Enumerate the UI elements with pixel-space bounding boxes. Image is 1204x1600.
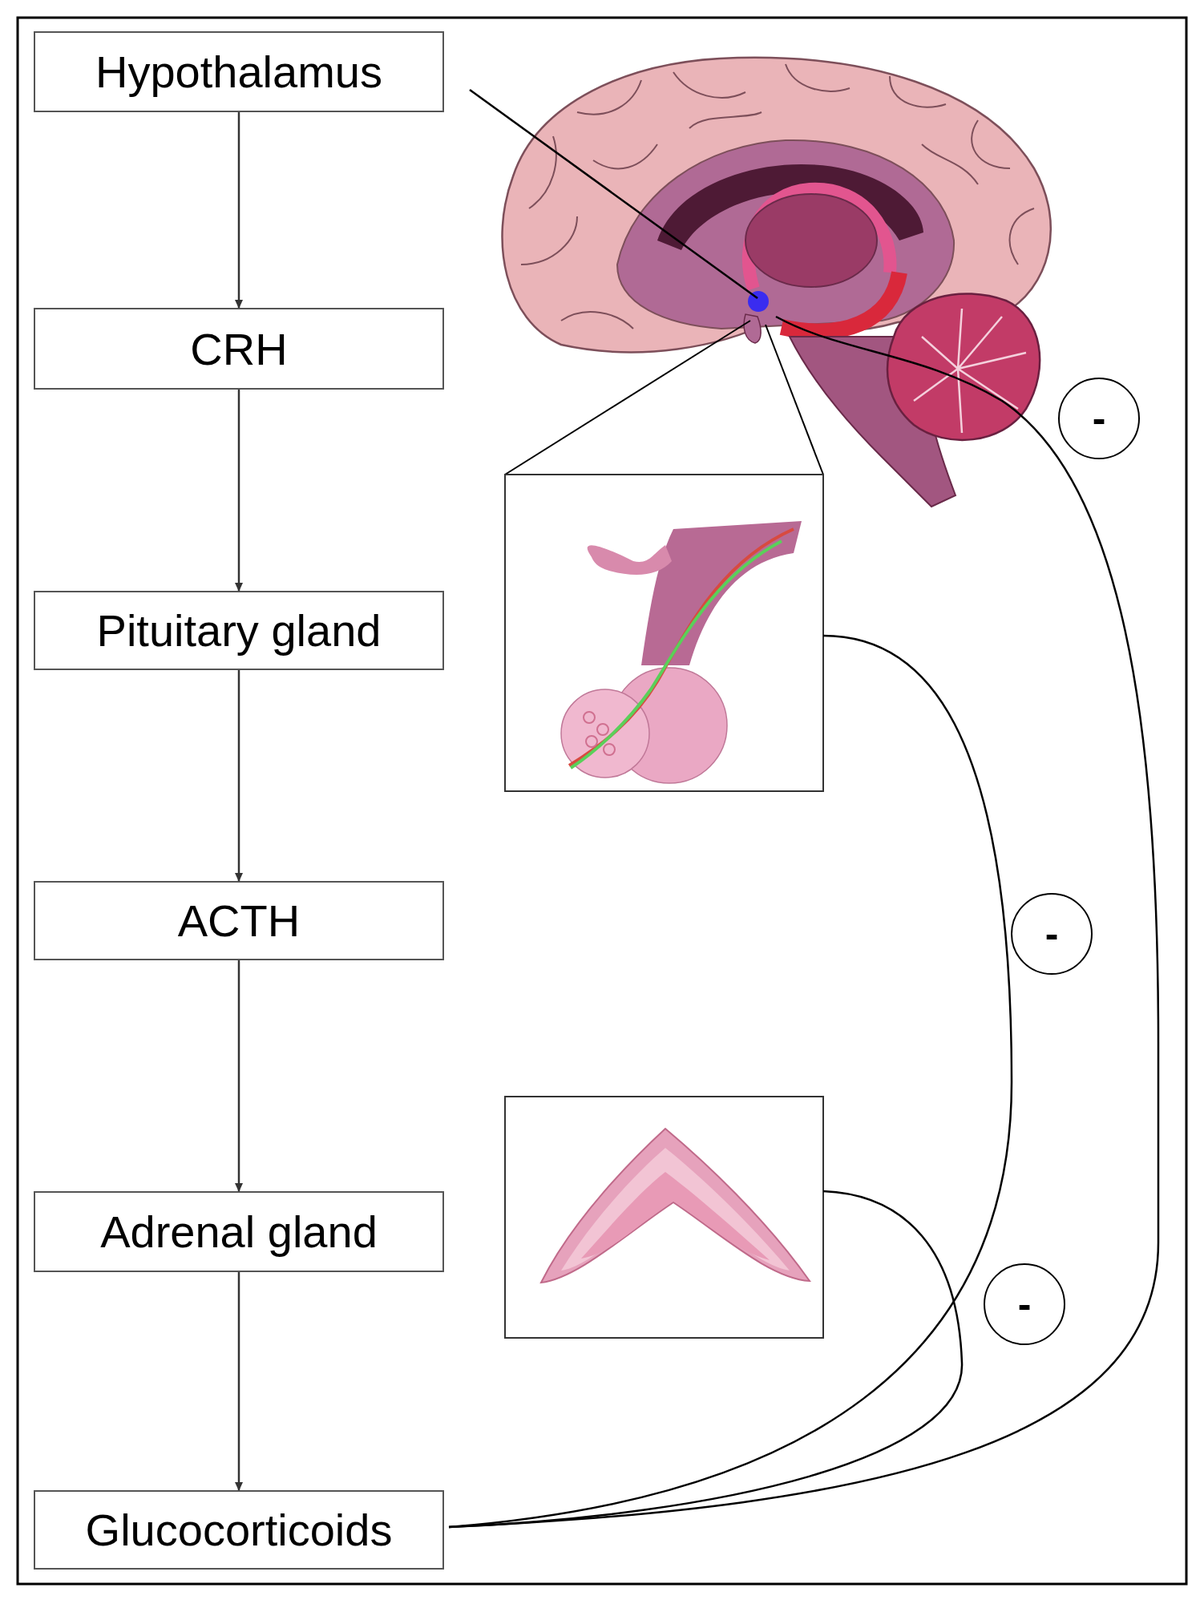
cell-dot <box>585 735 598 748</box>
cell-dot <box>583 711 595 724</box>
process-box: CRH <box>33 307 445 390</box>
gyri-lines <box>521 64 1035 329</box>
pituitary-illustration <box>561 521 802 784</box>
flow-arrow <box>238 960 241 1192</box>
adrenal-inset <box>505 1096 824 1338</box>
box-label: Adrenal gland <box>100 1205 378 1258</box>
outer-frame <box>17 17 1187 1584</box>
cell-dot <box>603 743 615 756</box>
pituitary-fold <box>587 545 672 575</box>
box-label: ACTH <box>177 894 300 947</box>
flow-arrow <box>238 1272 241 1491</box>
process-box: Adrenal gland <box>33 1191 445 1273</box>
red-band <box>781 272 900 332</box>
adrenal-capsule <box>541 1128 810 1283</box>
medial-brain <box>617 140 954 329</box>
inhibition-circle: - <box>1010 892 1093 975</box>
cerebellum <box>887 293 1040 440</box>
minus-sign: - <box>1018 1280 1032 1328</box>
brain-illustration <box>502 57 1051 507</box>
pituitary-inset <box>505 474 824 792</box>
adrenal-medulla <box>581 1171 770 1261</box>
process-box: ACTH <box>33 880 445 961</box>
pituitary-small <box>743 314 761 344</box>
inhibition-circle: - <box>1058 377 1140 460</box>
portal-vessel <box>570 541 782 768</box>
box-label: Hypothalamus <box>95 45 383 98</box>
minus-sign: - <box>1092 395 1107 442</box>
cerebellum-branches <box>913 308 1027 433</box>
thalamus <box>745 193 877 287</box>
minus-sign: - <box>1045 910 1059 958</box>
feedback-line <box>448 635 1012 1528</box>
box-label: Pituitary gland <box>96 604 382 657</box>
flow-arrow <box>238 389 241 591</box>
box-label: Glucocorticoids <box>85 1503 393 1556</box>
flow-arrow <box>238 112 241 308</box>
adrenal-cortex <box>561 1147 790 1271</box>
box-label: CRH <box>189 323 287 376</box>
zoom-line <box>505 320 751 475</box>
leader-line <box>469 89 758 299</box>
process-box: Pituitary gland <box>33 590 445 671</box>
adrenal-illustration <box>541 1128 810 1283</box>
zoom-line <box>765 324 824 475</box>
process-box: Glucocorticoids <box>33 1490 445 1570</box>
nerve-fibre <box>569 529 794 766</box>
feedback-line <box>448 316 1159 1528</box>
feedback-lines <box>448 316 1159 1528</box>
flow-arrow <box>238 670 241 881</box>
cell-dot <box>597 723 609 736</box>
inhibition-circle: - <box>983 1263 1066 1346</box>
process-box: Hypothalamus <box>33 31 445 113</box>
